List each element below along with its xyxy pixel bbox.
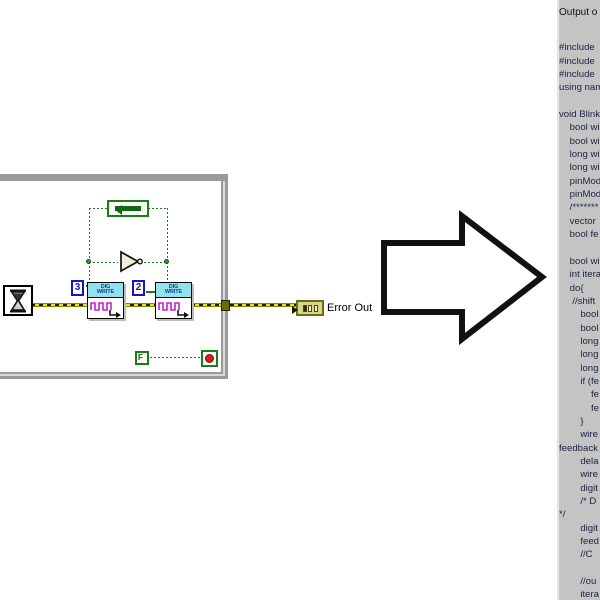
hourglass-icon: [10, 289, 26, 312]
error-out-indicator[interactable]: Error Out: [292, 300, 373, 316]
dig-write-label-line1: DIG: [100, 284, 111, 290]
square-wave-icon: [90, 302, 121, 318]
code-line: using nam: [559, 82, 600, 94]
boolean-wire-segment[interactable]: [167, 262, 168, 286]
code-line: dela: [559, 456, 599, 467]
code-line: itera: [559, 589, 599, 600]
boolean-wire-segment[interactable]: [150, 357, 202, 358]
code-line: //shift: [559, 295, 596, 307]
wait-ms-vi[interactable]: [3, 285, 33, 316]
code-panel-header: Output o: [559, 7, 598, 18]
error-wire-segment[interactable]: [122, 303, 156, 307]
dig-write-label-line2: WRITE: [96, 289, 115, 295]
code-line: }: [559, 415, 584, 427]
code-line: wire: [559, 469, 598, 481]
dig-write-body: [88, 298, 123, 318]
code-line: /* D: [559, 496, 597, 508]
boolean-wire-segment[interactable]: [144, 262, 168, 263]
wire-junction: [164, 259, 169, 264]
code-line: feed: [559, 536, 599, 548]
error-out-label: Error Out: [327, 302, 373, 314]
code-line: bool wi: [559, 122, 600, 134]
right-arrow-icon: [378, 203, 548, 353]
not-gate-icon: [120, 250, 143, 273]
code-line: do{: [559, 282, 584, 294]
numeric-wire-segment[interactable]: [146, 291, 157, 293]
code-line: if (fe: [559, 375, 599, 387]
error-cluster-seg: [308, 304, 312, 312]
boolean-wire-segment[interactable]: [89, 208, 108, 209]
code-line: fe: [559, 389, 599, 401]
while-loop-structure[interactable]: [0, 174, 228, 379]
code-line: void Blink: [559, 109, 600, 121]
code-line: /*******: [559, 202, 599, 214]
code-line: wire: [559, 429, 598, 441]
code-panel-text: #include #include #include using nam voi…: [559, 28, 600, 600]
stop-sign-icon: [205, 354, 214, 363]
code-line: #include: [559, 69, 598, 81]
block-diagram-canvas[interactable]: 3 DIG WRITE 2 DIG: [0, 0, 380, 600]
code-line: [559, 28, 600, 41]
wire-junction: [86, 259, 91, 264]
code-line: feedback: [559, 442, 598, 454]
boolean-wire-segment[interactable]: [167, 208, 168, 262]
error-cluster-seg: [302, 304, 307, 312]
code-line: [559, 95, 600, 108]
code-line: long: [559, 362, 599, 374]
dig-write-header: DIG WRITE: [88, 283, 123, 298]
dig-write-body: [156, 298, 191, 318]
feedback-node[interactable]: [107, 200, 149, 217]
generated-code-panel[interactable]: Output o #include #include #include usin…: [557, 0, 600, 600]
code-line: fe: [559, 402, 599, 414]
code-line: long: [559, 335, 599, 347]
boolean-wire-segment[interactable]: [148, 208, 167, 209]
code-line: //ou: [559, 576, 597, 588]
numeric-constant-2[interactable]: 2: [132, 280, 145, 296]
code-line: [559, 562, 600, 575]
error-cluster-seg: [313, 304, 318, 312]
code-line: #include: [559, 55, 598, 67]
code-line: #include: [559, 42, 598, 54]
error-wire-segment[interactable]: [230, 303, 297, 307]
boolean-false-constant[interactable]: F: [135, 351, 149, 365]
boolean-wire-segment[interactable]: [89, 208, 90, 262]
digital-write-vi-2[interactable]: DIG WRITE: [155, 282, 192, 319]
not-function-node[interactable]: [117, 249, 145, 274]
code-line: [559, 242, 600, 255]
code-line: digit: [559, 482, 598, 494]
code-line: */: [559, 509, 566, 521]
numeric-constant-3[interactable]: 3: [71, 280, 84, 296]
code-line: bool wi: [559, 135, 600, 147]
code-line: long wi: [559, 149, 600, 161]
boolean-wire-segment[interactable]: [89, 262, 118, 263]
error-wire-segment[interactable]: [31, 303, 87, 307]
dig-write-label-line1: DIG: [168, 284, 179, 290]
code-line: bool: [559, 309, 599, 321]
dig-write-header: DIG WRITE: [156, 283, 191, 298]
code-line: digit: [559, 522, 598, 534]
code-line: long wi: [559, 162, 600, 174]
digital-write-vi-1[interactable]: DIG WRITE: [87, 282, 124, 319]
code-line: //C: [559, 549, 593, 561]
panel-left-edge: [557, 0, 559, 600]
wire-entry-arrow-icon: [292, 306, 298, 314]
error-wire-segment[interactable]: [191, 303, 223, 307]
code-line: pinMod: [559, 189, 600, 201]
code-line: vector: [559, 215, 599, 227]
code-line: pinMod: [559, 175, 600, 187]
code-line: int itera: [559, 269, 600, 281]
boolean-wire-segment[interactable]: [89, 262, 90, 286]
square-wave-icon: [158, 302, 189, 318]
dig-write-label-line2: WRITE: [164, 289, 183, 295]
error-tunnel[interactable]: [221, 300, 230, 311]
loop-condition-terminal[interactable]: [201, 350, 218, 367]
code-line: long: [559, 349, 599, 361]
code-line: bool: [559, 322, 599, 334]
code-line: bool wi: [559, 255, 600, 267]
code-line: bool fe: [559, 229, 599, 241]
error-cluster-icon: [292, 300, 324, 316]
